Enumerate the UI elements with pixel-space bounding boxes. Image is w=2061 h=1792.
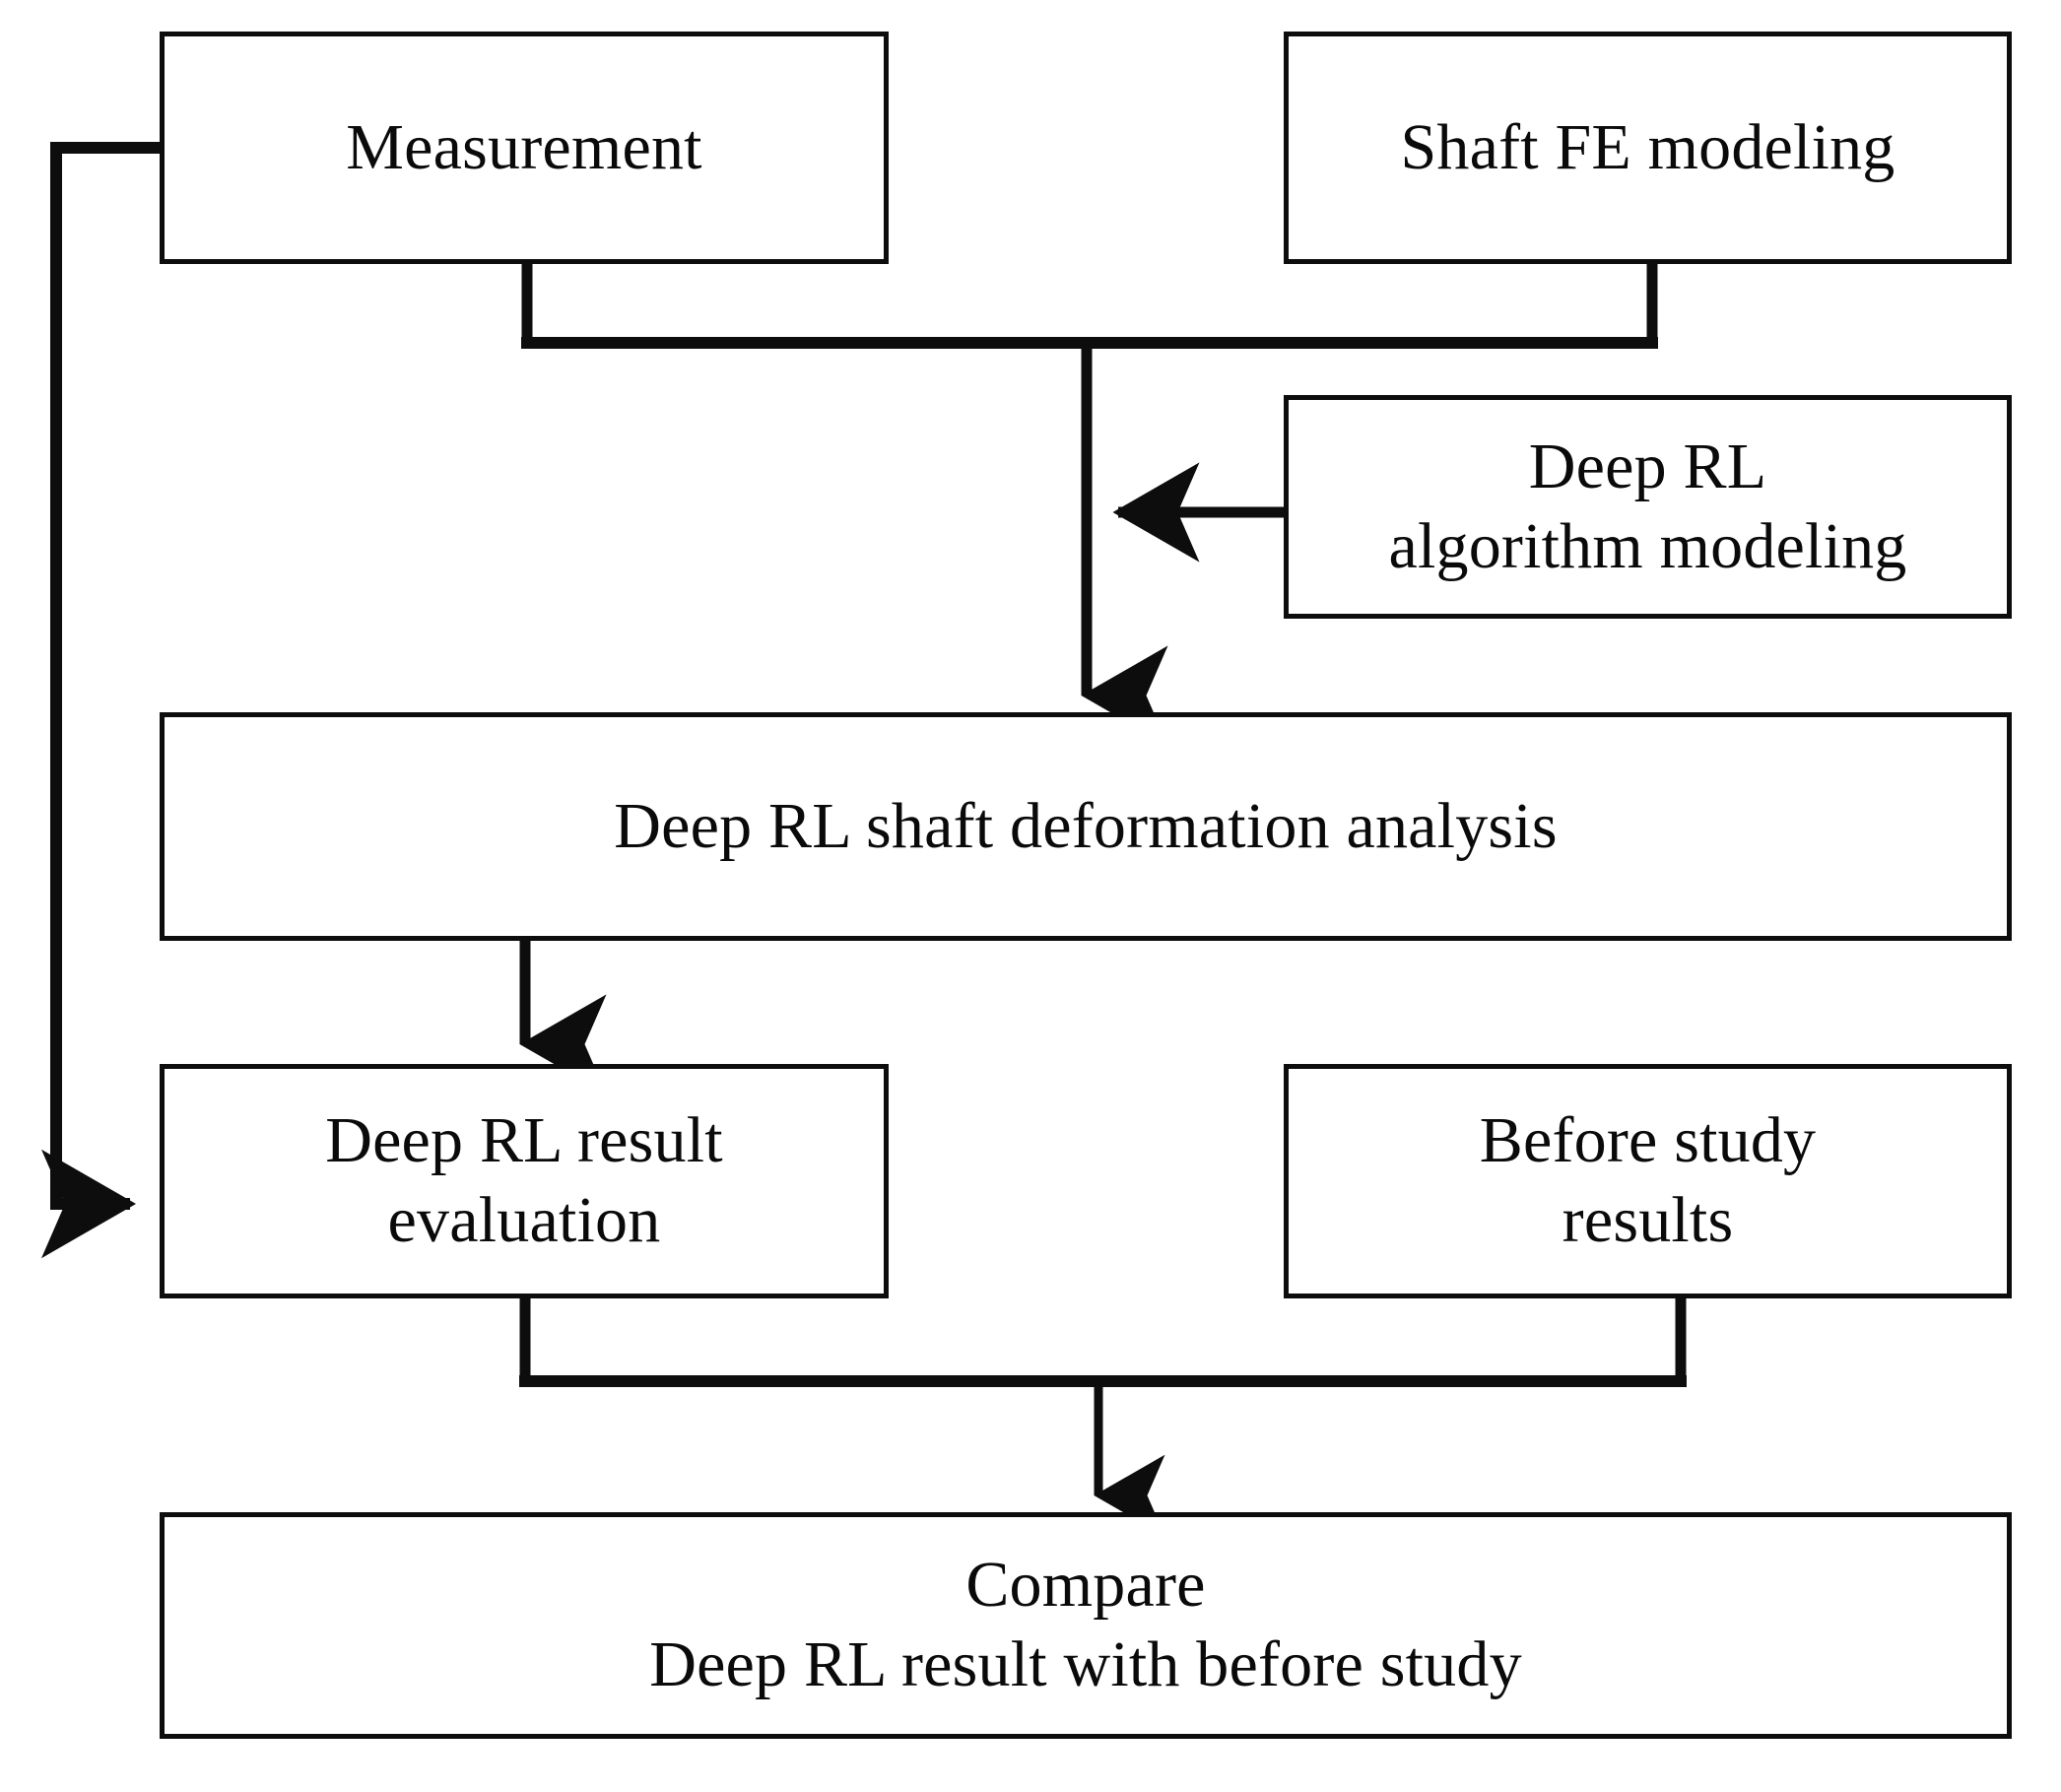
node-deep-rl-shaft-deformation-analysis[interactable]: Deep RL shaft deformation analysis: [160, 712, 2012, 941]
node-before-study-results-label: Before study results: [1479, 1104, 1817, 1256]
node-measurement-label: Measurement: [346, 111, 702, 184]
node-deep-rl-result-evaluation[interactable]: Deep RL result evaluation: [160, 1064, 889, 1298]
node-deep-rl-shaft-deformation-analysis-label: Deep RL shaft deformation analysis: [614, 790, 1558, 863]
node-measurement[interactable]: Measurement: [160, 32, 889, 264]
edge-measurement-feedback-loop: [41, 142, 160, 1259]
node-deep-rl-result-evaluation-label: Deep RL result evaluation: [325, 1104, 723, 1256]
node-shaft-fe-modeling-label: Shaft FE modeling: [1400, 111, 1895, 184]
node-shaft-fe-modeling[interactable]: Shaft FE modeling: [1284, 32, 2012, 264]
node-before-study-results[interactable]: Before study results: [1284, 1064, 2012, 1298]
node-compare-results[interactable]: Compare Deep RL result with before study: [160, 1512, 2012, 1739]
node-deep-rl-algorithm-modeling[interactable]: Deep RL algorithm modeling: [1284, 395, 2012, 619]
node-deep-rl-algorithm-modeling-label: Deep RL algorithm modeling: [1388, 430, 1907, 582]
node-compare-results-label: Compare Deep RL result with before study: [649, 1549, 1522, 1700]
